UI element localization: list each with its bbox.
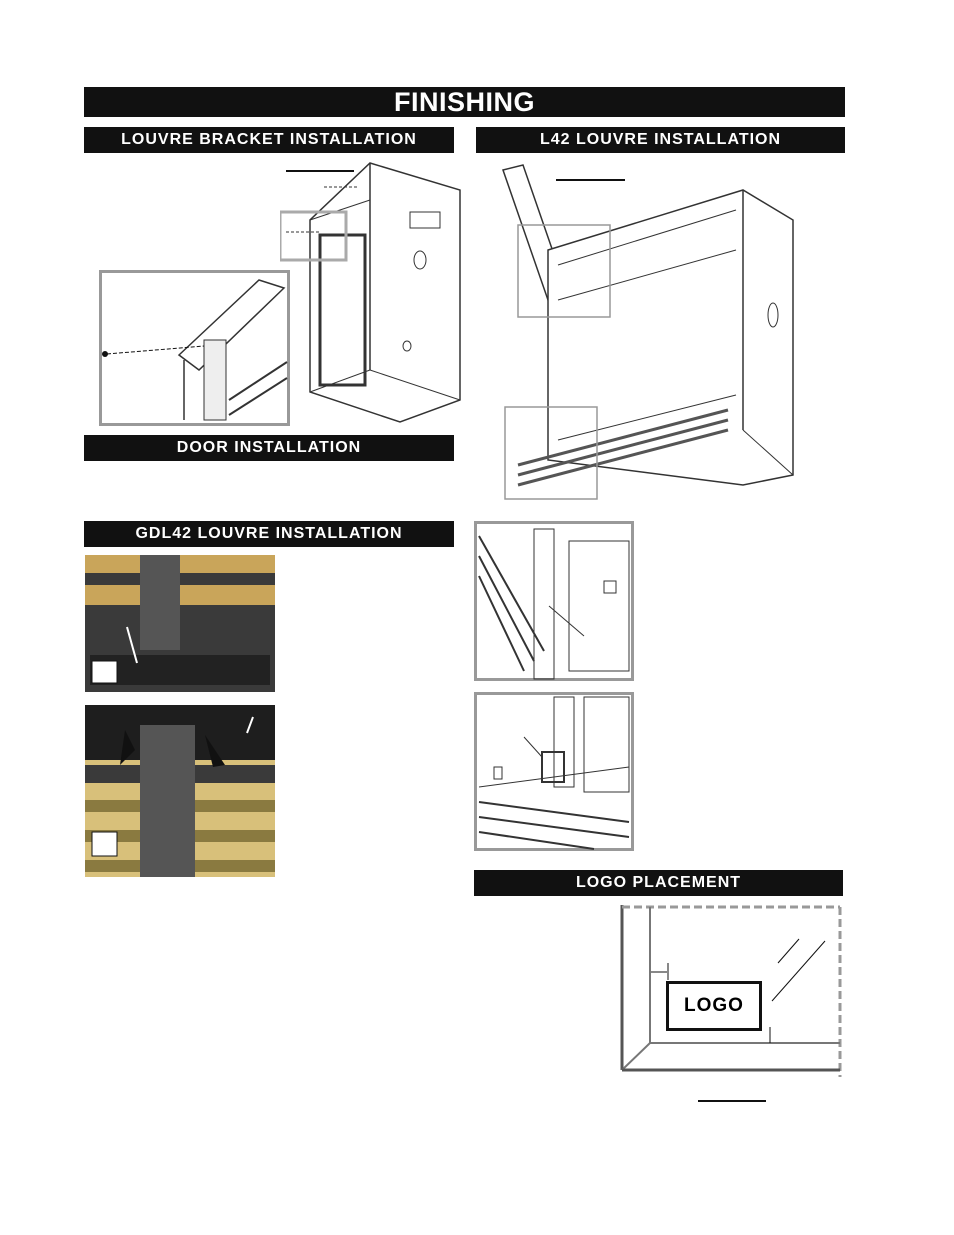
gdl42-photo-2 xyxy=(85,705,275,877)
l42-detail-2 xyxy=(474,692,634,851)
section-header-gdl42-louvre: GDL42 LOUVRE INSTALLATION xyxy=(84,521,454,547)
section-header-door: DOOR INSTALLATION xyxy=(84,435,454,461)
section-header-l42-louvre: L42 LOUVRE INSTALLATION xyxy=(476,127,845,153)
section-header-louvre-bracket: LOUVRE BRACKET INSTALLATION xyxy=(84,127,454,153)
l42-detail-1 xyxy=(474,521,634,681)
logo-box: LOGO xyxy=(666,981,762,1031)
gdl42-photo-1 xyxy=(85,555,275,692)
louvre-bracket-drawing xyxy=(280,162,461,423)
section-header-logo-placement: LOGO PLACEMENT xyxy=(474,870,843,896)
logo-placement-diagram xyxy=(620,905,842,1102)
l42-louvre-drawing xyxy=(502,164,794,500)
page-title: FINISHING xyxy=(84,87,845,117)
louvre-bracket-detail xyxy=(99,270,290,426)
